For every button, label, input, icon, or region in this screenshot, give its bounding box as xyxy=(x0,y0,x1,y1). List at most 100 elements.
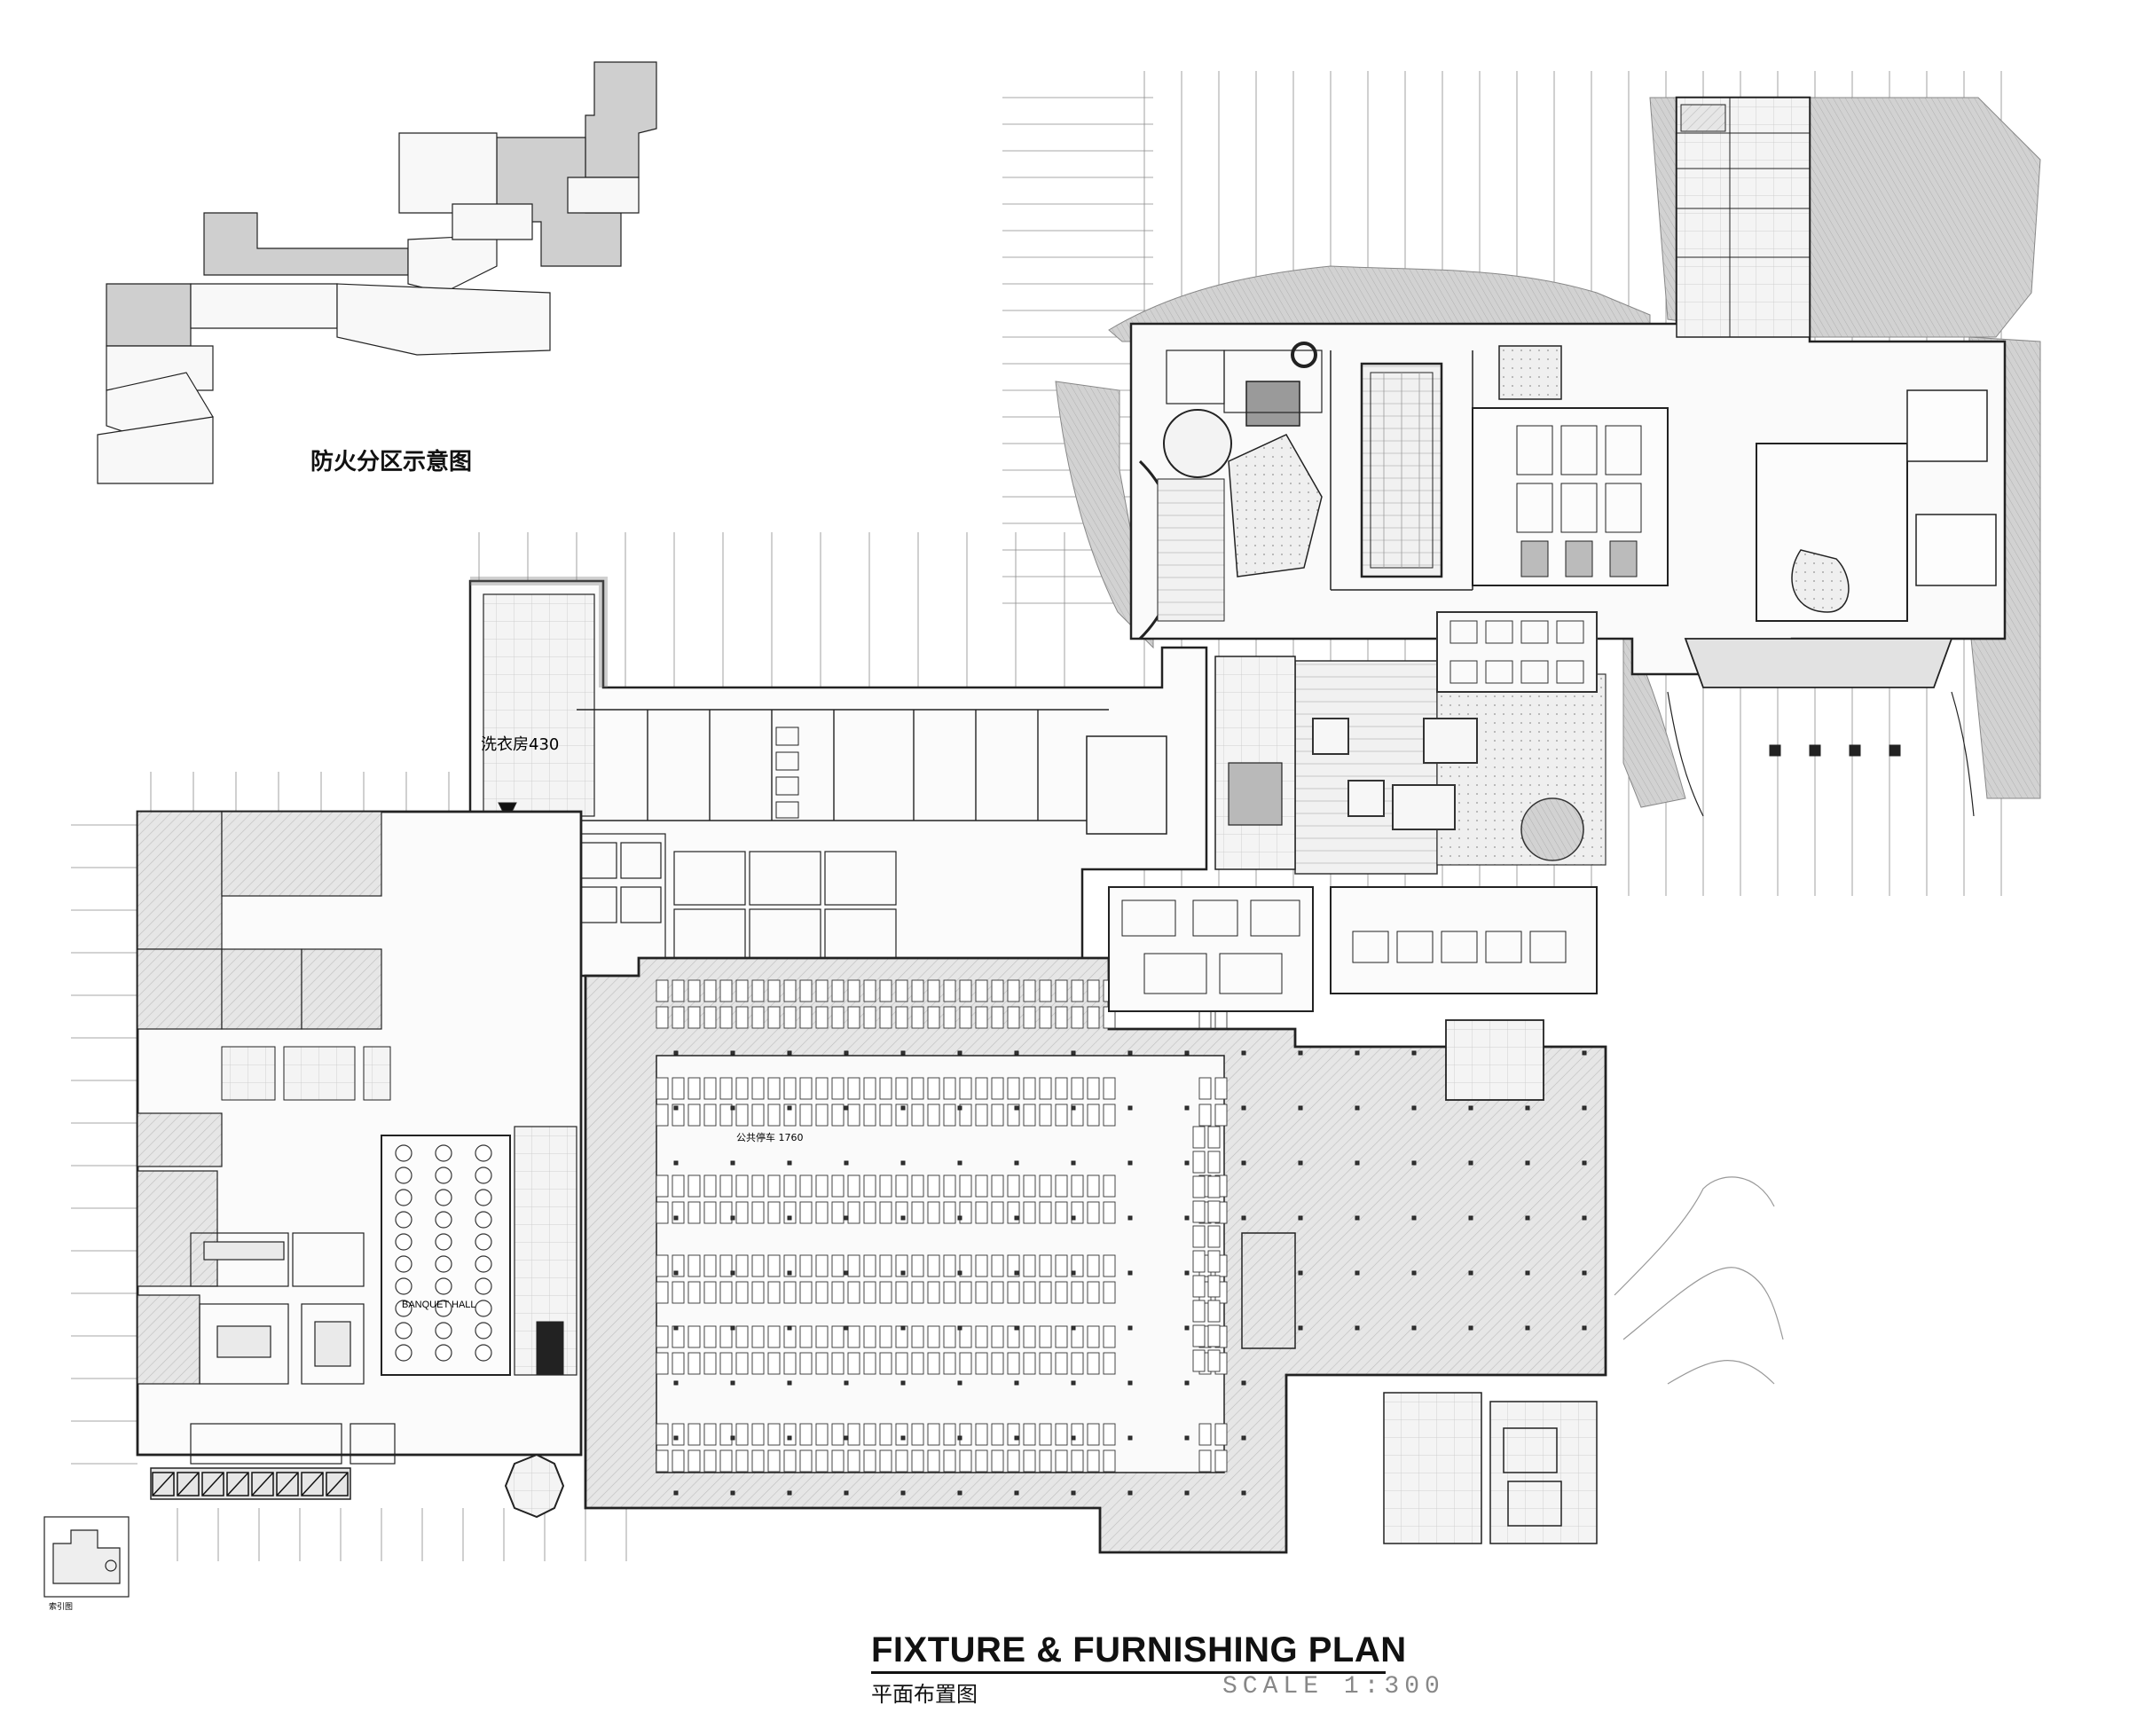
parking-stall xyxy=(927,1423,940,1446)
parking-stall xyxy=(815,1174,829,1198)
structural-column xyxy=(1355,1270,1360,1276)
parking-stall xyxy=(1071,1325,1084,1348)
parking-stall xyxy=(1039,1006,1052,1029)
parking-stall xyxy=(799,979,813,1002)
parking-stall xyxy=(783,1077,797,1100)
facade-bay xyxy=(152,1472,175,1496)
parking-stall xyxy=(975,1174,988,1198)
structural-column xyxy=(1071,1380,1076,1386)
structural-column xyxy=(900,1435,906,1441)
parking-stall xyxy=(799,1325,813,1348)
parking-stall xyxy=(975,1281,988,1304)
structural-column xyxy=(844,1490,849,1496)
parking-stall xyxy=(687,1104,701,1127)
parking-stall xyxy=(831,1423,845,1446)
parking-stall xyxy=(783,979,797,1002)
structural-column xyxy=(844,1160,849,1166)
structural-column xyxy=(1071,1270,1076,1276)
parking-stall xyxy=(1103,1449,1116,1473)
parking-stall xyxy=(911,1423,924,1446)
laundry-room-label: 洗衣房430 xyxy=(481,735,559,754)
parking-stall xyxy=(799,1104,813,1127)
parking-stall xyxy=(879,1174,892,1198)
parking-stall xyxy=(1198,1104,1212,1127)
structural-column xyxy=(730,1105,735,1111)
structural-column xyxy=(1468,1270,1473,1276)
parking-stall xyxy=(735,1423,749,1446)
parking-stall xyxy=(799,1254,813,1277)
structural-column xyxy=(1014,1325,1019,1331)
structural-column xyxy=(957,1380,962,1386)
parking-stall xyxy=(991,1254,1004,1277)
parking-stall xyxy=(672,1077,685,1100)
parking-stall xyxy=(783,1281,797,1304)
structural-column xyxy=(1525,1270,1530,1276)
structural-column xyxy=(730,1270,735,1276)
parking-stall xyxy=(959,1352,972,1375)
parking-stall xyxy=(656,1201,669,1224)
facade-bay xyxy=(226,1472,249,1496)
banquet-table xyxy=(395,1189,412,1206)
parking-stall xyxy=(703,1201,717,1224)
parking-stall xyxy=(879,1352,892,1375)
parking-stall xyxy=(767,1281,781,1304)
parking-stall xyxy=(1207,1349,1221,1372)
parking-stall xyxy=(719,1449,733,1473)
banquet-table xyxy=(395,1277,412,1295)
parking-stall xyxy=(911,1006,924,1029)
parking-stall xyxy=(815,1449,829,1473)
parking-stall xyxy=(1087,1104,1100,1127)
structural-column xyxy=(844,1435,849,1441)
parking-stall xyxy=(895,1352,908,1375)
parking-stall xyxy=(911,1254,924,1277)
parking-stall xyxy=(847,1423,860,1446)
structural-column xyxy=(957,1105,962,1111)
parking-stall xyxy=(1007,1423,1020,1446)
structural-column xyxy=(1184,1270,1190,1276)
structural-column xyxy=(900,1380,906,1386)
parking-stall xyxy=(831,1281,845,1304)
parking-stall xyxy=(959,1254,972,1277)
banquet-table xyxy=(475,1322,492,1339)
structural-column xyxy=(1071,1435,1076,1441)
parking-stall xyxy=(959,1104,972,1127)
parking-stall xyxy=(831,1077,845,1100)
parking-stall xyxy=(719,1174,733,1198)
facade-bay-diagonal xyxy=(301,1472,324,1496)
parking-stall xyxy=(687,1423,701,1446)
structural-column xyxy=(1298,1215,1303,1221)
parking-stall xyxy=(703,1281,717,1304)
fire-zone-key-title: 防火分区示意图 xyxy=(310,449,473,475)
parking-stall xyxy=(879,1077,892,1100)
parking-stall xyxy=(927,1104,940,1127)
parking-stall xyxy=(735,1077,749,1100)
sheet-title-underline xyxy=(871,1671,1386,1674)
structural-column xyxy=(787,1050,792,1056)
structural-column xyxy=(1014,1105,1019,1111)
structural-column xyxy=(787,1160,792,1166)
structural-column xyxy=(1355,1325,1360,1331)
parking-stall xyxy=(991,1449,1004,1473)
parking-stall xyxy=(975,1449,988,1473)
parking-stall xyxy=(927,1325,940,1348)
parking-stall xyxy=(943,1281,956,1304)
parking-stall xyxy=(767,1006,781,1029)
parking-stall xyxy=(847,1281,860,1304)
structural-column xyxy=(1582,1215,1587,1221)
banquet-table xyxy=(435,1144,452,1162)
parking-stall xyxy=(879,1254,892,1277)
parking-stall xyxy=(895,1281,908,1304)
parking-stall xyxy=(687,1325,701,1348)
structural-column xyxy=(1241,1215,1246,1221)
structural-column xyxy=(1184,1325,1190,1331)
parking-stall xyxy=(911,1104,924,1127)
parking-stall xyxy=(703,979,717,1002)
parking-stall xyxy=(735,1254,749,1277)
structural-column xyxy=(1014,1215,1019,1221)
parking-stall xyxy=(927,1201,940,1224)
parking-stall xyxy=(1103,1174,1116,1198)
hotel-wing-north-east xyxy=(1129,96,2007,817)
south-facade-bays xyxy=(152,1472,349,1496)
banquet-table xyxy=(475,1277,492,1295)
parking-stall xyxy=(735,1325,749,1348)
